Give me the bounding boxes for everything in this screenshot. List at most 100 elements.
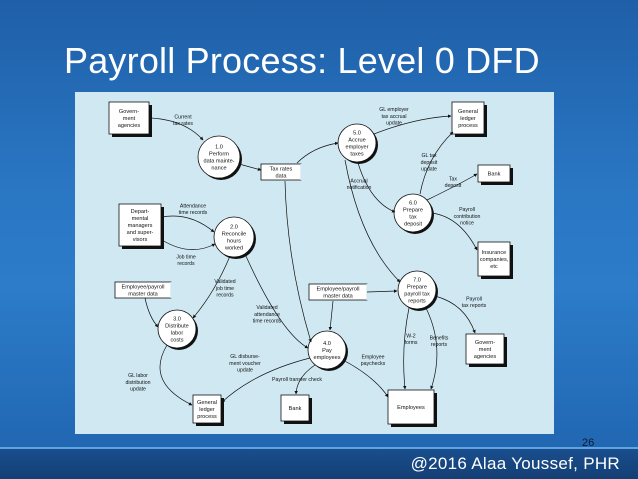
data-flow-label: reports bbox=[431, 342, 448, 348]
process-circle bbox=[307, 330, 347, 370]
data-flow-arrow bbox=[244, 253, 309, 349]
external-entity-label: Bank bbox=[289, 406, 302, 412]
data-flow-label: update bbox=[237, 368, 253, 374]
data-flow-label: Validated bbox=[214, 279, 235, 285]
data-store-label: Tax rates bbox=[270, 166, 293, 172]
data-flow-arrow bbox=[402, 307, 410, 390]
data-flow-label: Payroll transfer check bbox=[272, 377, 322, 383]
external-entity-label: Employees bbox=[397, 405, 425, 411]
data-flow-arrow bbox=[426, 173, 478, 201]
data-flow-label: GL tax bbox=[421, 153, 436, 159]
copyright-text: @2016 Alaa Youssef, PHR bbox=[410, 454, 620, 473]
process-label: 6.0 bbox=[409, 200, 417, 206]
data-flow-arrow bbox=[150, 117, 204, 141]
data-flow-arrow bbox=[161, 239, 216, 250]
data-flow-label: records bbox=[177, 261, 195, 267]
data-flow-arrow bbox=[373, 114, 452, 135]
data-flow-label: update bbox=[421, 167, 437, 173]
data-flow-label: Benefits bbox=[430, 335, 449, 341]
process-label: Accrue bbox=[348, 137, 365, 143]
data-flow-label: deposit bbox=[445, 183, 462, 189]
data-flow-label: Tax bbox=[449, 176, 457, 182]
process-label: labor bbox=[171, 331, 184, 337]
data-flow-label: Attendance bbox=[180, 203, 206, 209]
process-circle bbox=[157, 309, 197, 349]
data-flow-label: Payroll bbox=[459, 207, 475, 213]
data-flow-arrow bbox=[344, 159, 401, 283]
footer-divider bbox=[0, 447, 638, 449]
data-flow-label: Job time bbox=[176, 254, 196, 260]
external-entity-label: Bank bbox=[488, 171, 501, 177]
process-label: payroll tax bbox=[404, 292, 430, 298]
external-entity-label: process bbox=[458, 123, 478, 129]
data-flow-arrow bbox=[431, 212, 478, 251]
data-flow-label: records bbox=[216, 293, 234, 299]
data-flow-label: time records bbox=[253, 319, 282, 325]
external-entity-box bbox=[477, 241, 511, 277]
data-flow-label: tax reports bbox=[462, 303, 487, 309]
process-label: costs bbox=[170, 338, 183, 344]
process-label: Prepare bbox=[407, 284, 427, 290]
data-flow-arrow bbox=[221, 357, 311, 403]
data-flow-label: W-2 bbox=[406, 333, 416, 339]
data-flow-label: GL labor bbox=[128, 373, 148, 379]
external-entity-label: Govern- bbox=[119, 109, 139, 115]
process-label: nance bbox=[211, 166, 226, 172]
process-circle bbox=[197, 135, 241, 179]
external-entity-box bbox=[118, 203, 162, 247]
external-entity-label: etc bbox=[490, 264, 498, 270]
data-flow-arrow bbox=[425, 307, 438, 390]
external-entity-box bbox=[192, 394, 222, 424]
data-flow-label: attendance bbox=[254, 312, 280, 318]
data-store-label: master data bbox=[128, 292, 158, 298]
data-flow-arrow bbox=[294, 364, 316, 395]
data-flow-label: tax accrual bbox=[381, 114, 406, 120]
process-label: 7.0 bbox=[413, 277, 421, 283]
dfd-canvas: Govern-mentagenciesDepart-mentalmanagers… bbox=[108, 101, 513, 427]
data-flow-arrow bbox=[296, 141, 339, 164]
data-flow-arrow bbox=[342, 359, 389, 398]
external-entity-box bbox=[108, 101, 150, 135]
external-entity-label: Insurance bbox=[482, 250, 507, 256]
data-flow-label: update bbox=[130, 387, 146, 393]
data-store-label: Employee/payroll bbox=[317, 286, 360, 292]
external-entity-box bbox=[451, 101, 485, 135]
data-flow-label: Employee bbox=[361, 354, 384, 360]
process-label: Reconcile bbox=[222, 231, 247, 237]
external-entity-label: ledger bbox=[460, 116, 476, 122]
data-flow-label: ment voucher bbox=[229, 361, 261, 367]
process-label: employees bbox=[313, 355, 340, 361]
data-store-label: master data bbox=[323, 294, 353, 300]
data-flow-arrow bbox=[419, 131, 454, 195]
data-flow-label: GL disburse- bbox=[230, 354, 260, 360]
page-number: 26 bbox=[582, 437, 595, 449]
data-flow-arrow bbox=[144, 297, 159, 328]
process-label: data mainte- bbox=[203, 159, 234, 165]
data-flow-label: forms bbox=[405, 340, 418, 346]
data-flow-label: time records bbox=[179, 210, 208, 216]
process-label: 1.0 bbox=[215, 144, 223, 150]
external-entity-box bbox=[387, 389, 435, 425]
external-entity-label: Govern- bbox=[475, 340, 495, 346]
data-store-label: Employee/payroll bbox=[122, 284, 165, 290]
external-entity-label: ment bbox=[479, 347, 492, 353]
process-label: hours bbox=[227, 239, 241, 245]
external-entity-label: General bbox=[458, 109, 478, 115]
external-entity-label: process bbox=[197, 414, 217, 420]
external-entity-label: companies, bbox=[480, 257, 509, 263]
external-entity-label: General bbox=[197, 400, 217, 406]
external-entity-label: visors bbox=[133, 237, 148, 243]
data-flow-arrow bbox=[192, 255, 231, 319]
process-label: employer bbox=[345, 145, 368, 151]
external-entity-label: Depart- bbox=[131, 209, 150, 215]
data-flow-label: paychecks bbox=[361, 361, 386, 367]
data-flow-label: GL employer bbox=[379, 107, 409, 113]
process-label: 5.0 bbox=[353, 130, 361, 136]
data-flow-label: notification bbox=[347, 185, 372, 191]
data-flow-label: tax rates bbox=[173, 121, 193, 127]
process-label: Prepare bbox=[403, 207, 423, 213]
process-label: 3.0 bbox=[173, 316, 181, 322]
external-entity-box bbox=[280, 394, 310, 422]
external-entity-label: ledger bbox=[199, 407, 215, 413]
